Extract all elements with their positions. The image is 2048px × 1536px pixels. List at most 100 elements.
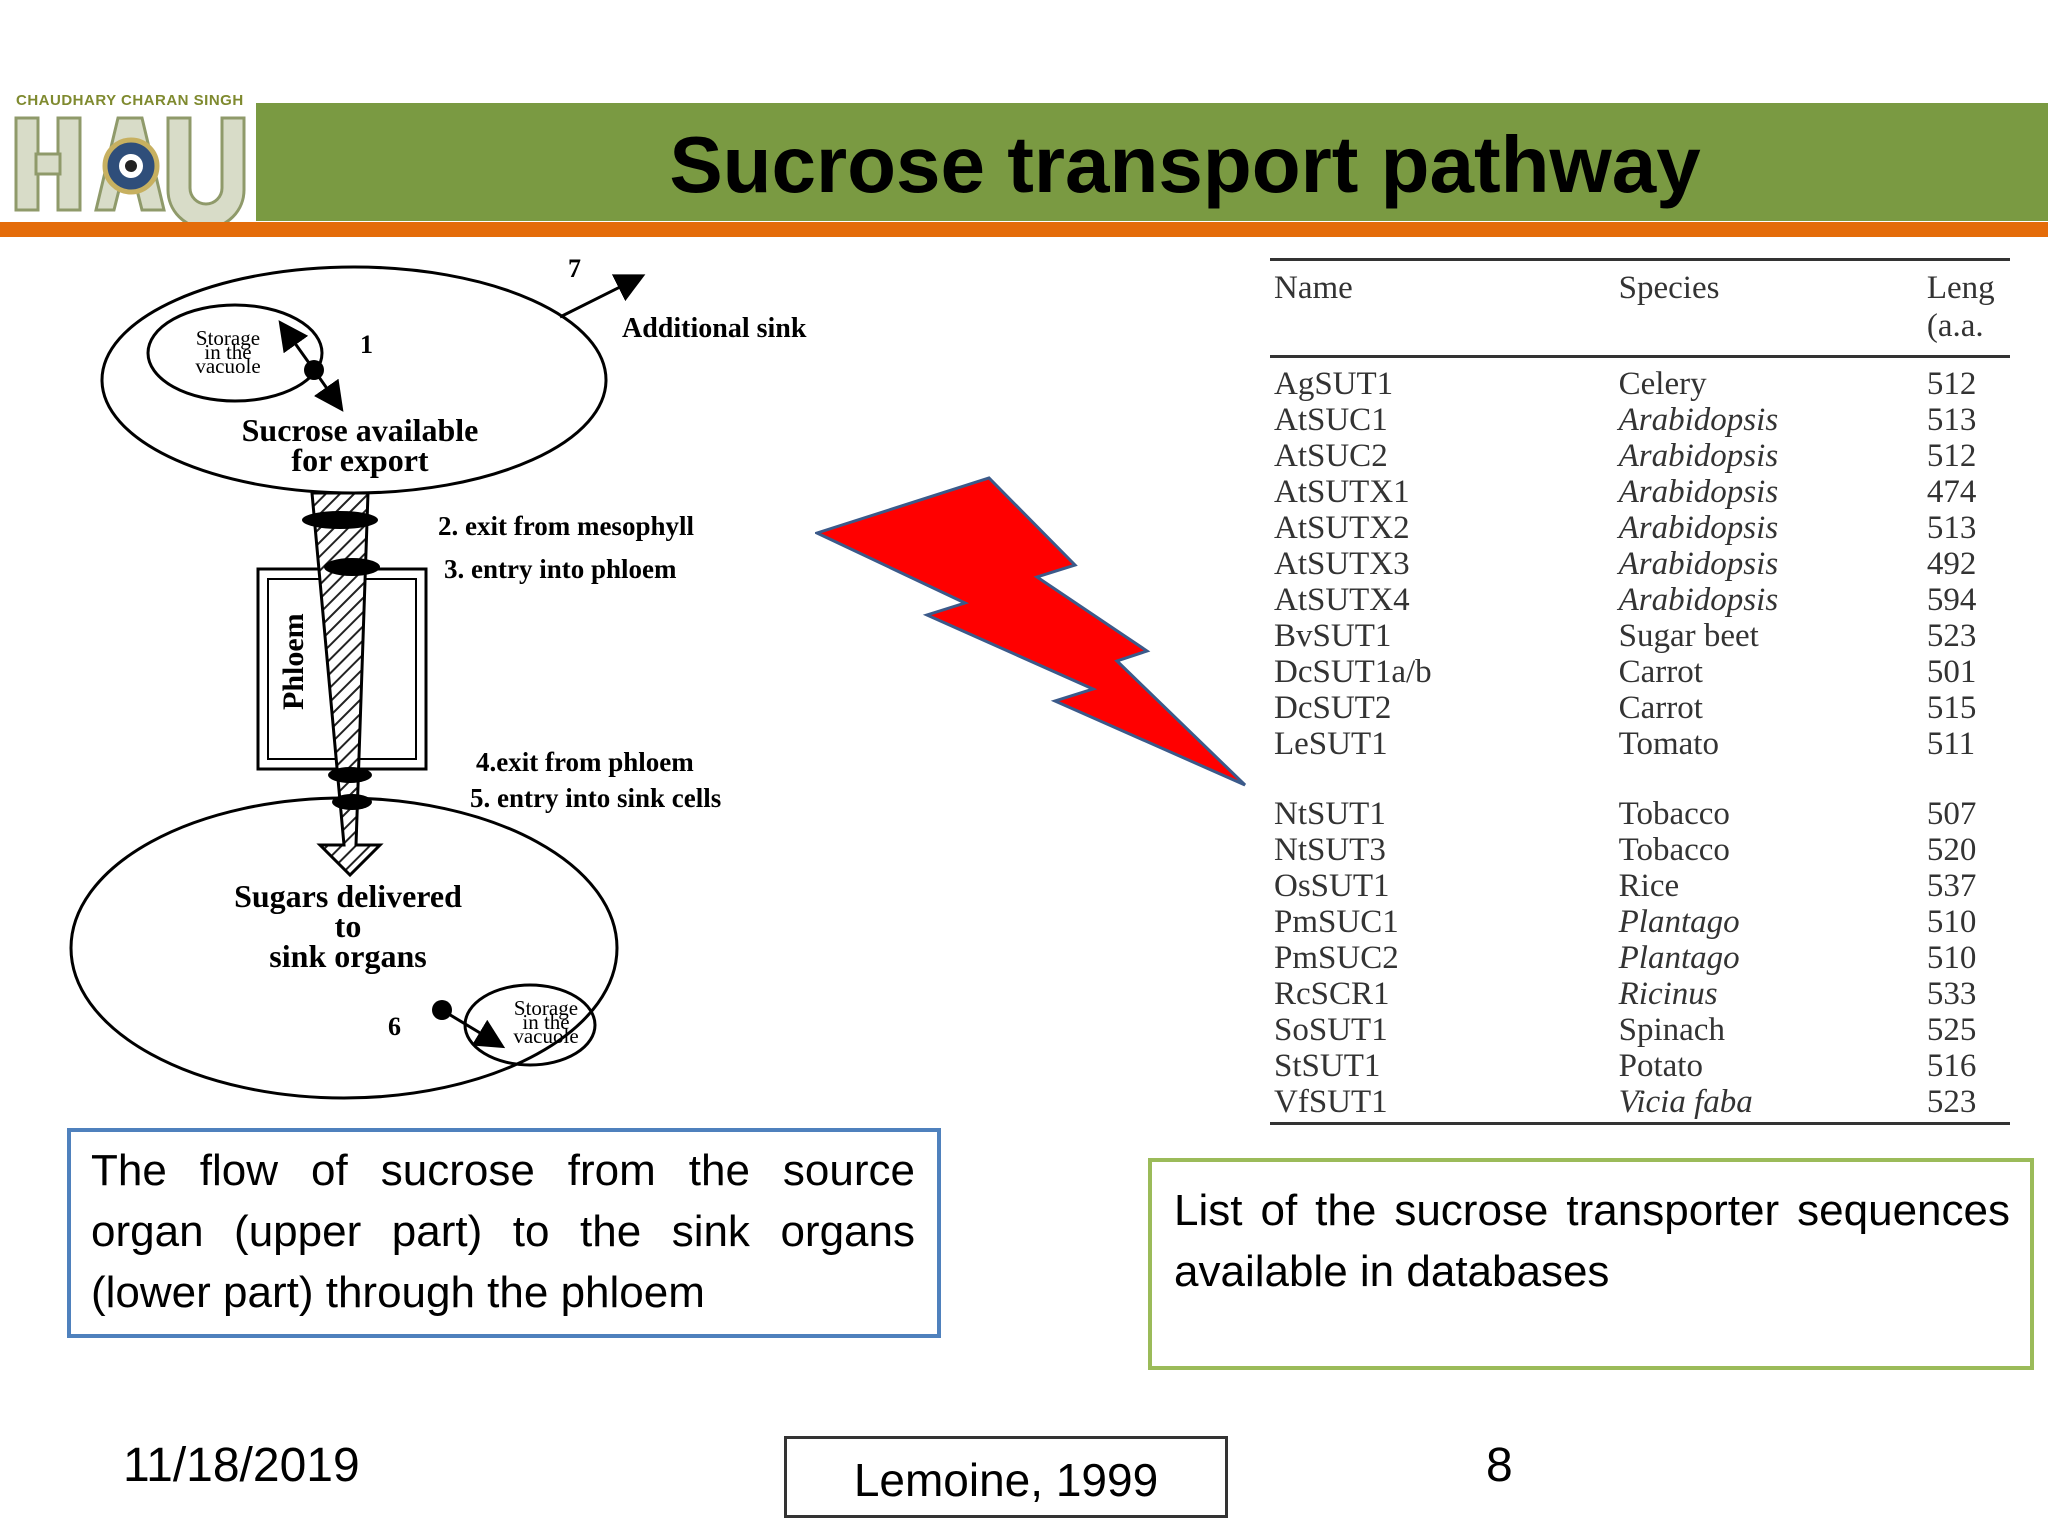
cell-length: 492 (1926, 546, 1977, 582)
cell-name: DcSUT2 (1274, 690, 1392, 726)
cell-name: LeSUT1 (1274, 726, 1388, 762)
cell-species: Arabidopsis (1618, 546, 1779, 582)
step-7-label: 7 (568, 254, 581, 283)
cell-species: Rice (1618, 868, 1680, 904)
cell-name: OsSUT1 (1274, 868, 1390, 904)
cell-species: Arabidopsis (1618, 510, 1779, 546)
table-row: AtSUTX2 Arabidopsis 513 (1270, 510, 2010, 546)
step-5-label: 5. entry into sink cells (470, 783, 721, 813)
cell-species: Plantago (1618, 904, 1740, 940)
cell-species: Arabidopsis (1618, 402, 1779, 438)
cell-species: Celery (1618, 366, 1707, 402)
citation-box: Lemoine, 1999 (784, 1436, 1228, 1518)
cell-length: 511 (1926, 726, 1976, 762)
table-row: RcSCR1 Ricinus 533 (1270, 976, 2010, 1012)
cell-name: PmSUC1 (1274, 904, 1399, 940)
page-number: 8 (1486, 1439, 1513, 1492)
cell-length: 523 (1926, 618, 1977, 654)
cell-length: 507 (1926, 796, 1977, 832)
cell-length: 520 (1926, 832, 1977, 868)
sink-organ-ellipse (69, 796, 619, 1100)
cell-name: AtSUTX4 (1274, 582, 1410, 618)
header-species: Species (1614, 258, 1923, 358)
cell-name: SoSUT1 (1274, 1012, 1388, 1048)
cell-name: VfSUT1 (1270, 1084, 1615, 1125)
lightning-bolt-icon (812, 475, 1255, 795)
cell-name: BvSUT1 (1274, 618, 1392, 654)
cell-name: AtSUTX3 (1274, 546, 1410, 582)
cell-name: AgSUT1 (1274, 366, 1394, 402)
storage-bottom-line3: vacuole (513, 1024, 578, 1048)
header-rule (0, 222, 2048, 237)
additional-sink-arrow (559, 274, 646, 319)
cell-length: 594 (1926, 582, 1977, 618)
table-header-row: Name Species Leng (a.a. (1270, 258, 2010, 358)
table-row: AgSUT1 Celery 512 (1270, 357, 2010, 403)
table-caption-box: List of the sucrose transporter sequence… (1148, 1158, 2034, 1370)
cell-species: Arabidopsis (1618, 474, 1779, 510)
cell-length: 515 (1926, 690, 1977, 726)
cell-length: 533 (1926, 976, 1977, 1012)
cell-species: Arabidopsis (1618, 582, 1779, 618)
additional-sink-label: Additional sink (622, 313, 807, 344)
cell-length: 523 (1922, 1084, 2010, 1125)
sink-text-line3: sink organs (269, 938, 426, 974)
source-text-line2: for export (291, 442, 428, 478)
phloem-channel (310, 491, 384, 878)
storage-bottom-line1: Storage (514, 996, 578, 1020)
header-length-line1: Leng (1926, 270, 1995, 306)
step-2-label: 2. exit from mesophyll (438, 511, 694, 541)
cell-species: Arabidopsis (1618, 438, 1779, 474)
cell-length: 510 (1926, 904, 1977, 940)
cell-species: Tomato (1618, 726, 1719, 762)
cell-name: StSUT1 (1274, 1048, 1381, 1084)
cell-length: 513 (1926, 510, 1977, 546)
slide-title: Sucrose transport pathway (669, 120, 1701, 209)
table-row: DcSUT1a/b Carrot 501 (1270, 654, 2010, 690)
cell-name: NtSUT3 (1274, 832, 1386, 868)
cell-name: AtSUC2 (1274, 438, 1388, 474)
cell-species: Carrot (1618, 654, 1703, 690)
header-name: Name (1270, 258, 1615, 358)
cell-length: 525 (1926, 1012, 1977, 1048)
cell-name: AtSUC1 (1274, 402, 1388, 438)
step-1-label: 1 (360, 330, 373, 359)
cell-species: Vicia faba (1614, 1084, 1923, 1125)
cell-length: 516 (1926, 1048, 1977, 1084)
step-3-label: 3. entry into phloem (444, 554, 677, 584)
cell-name: AtSUTX1 (1274, 474, 1410, 510)
cell-name: PmSUC2 (1274, 940, 1399, 976)
sucrose-flow-diagram: Storage in the vacuole 1 7 Additional si… (50, 245, 880, 1105)
diagram-caption-text: The flow of sucrose from the source orga… (91, 1146, 915, 1317)
header-length: Leng (a.a. (1922, 258, 2010, 358)
cell-length: 501 (1926, 654, 1977, 690)
step-4-label: 4.exit from phloem (476, 747, 694, 777)
logo-caption: CHAUDHARY CHARAN SINGH (16, 92, 244, 109)
storage-top-line3: vacuole (195, 354, 260, 378)
cell-species: Ricinus (1618, 976, 1718, 1012)
storage-top-line1: Storage (196, 326, 260, 350)
cell-name: AtSUTX2 (1274, 510, 1410, 546)
header-length-line2: (a.a. (1926, 308, 1984, 344)
table-row: LeSUT1 Tomato 511 (1270, 726, 2010, 762)
cell-name: RcSCR1 (1274, 976, 1390, 1012)
sink-text-line2: to (335, 908, 362, 944)
cell-length: 512 (1926, 366, 1977, 402)
table-row: AtSUTX3 Arabidopsis 492 (1270, 546, 2010, 582)
table-caption-text: List of the sucrose transporter sequence… (1174, 1186, 2010, 1296)
cell-name: DcSUT1a/b (1274, 654, 1432, 690)
slide-date: 11/18/2019 (123, 1439, 360, 1492)
storage-vacuole-top (146, 303, 324, 403)
